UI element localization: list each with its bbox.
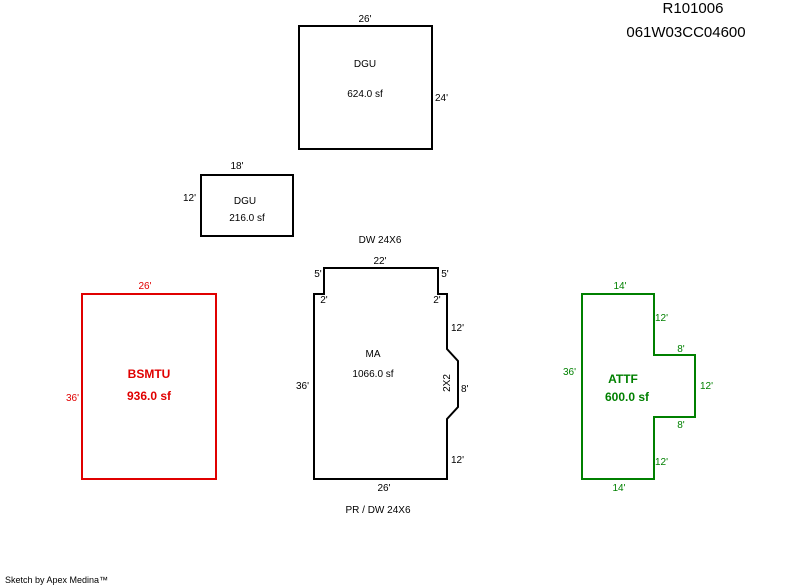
attf-code: ATTF xyxy=(608,372,638,386)
dgu-large-top-dim: 26' xyxy=(358,14,371,25)
attf-bump-top-dim: 8' xyxy=(677,344,685,355)
dgu-small-area-value: 216.0 sf xyxy=(229,213,265,224)
ma-top-right-dim: 5' xyxy=(441,269,449,280)
ma-left-dim: 36' xyxy=(296,381,309,392)
attf-bump-bottom-dim: 8' xyxy=(677,420,685,431)
ma-top-note: DW 24X6 xyxy=(359,235,402,246)
bsmtu-outline xyxy=(81,293,217,480)
bsmtu-top-dim: 26' xyxy=(138,281,151,292)
ma-code: MA xyxy=(366,349,381,360)
attf-right-upper-dim: 12' xyxy=(655,313,668,324)
ma-bay-dim: 8' xyxy=(461,384,469,395)
bsmtu-area-value: 936.0 sf xyxy=(127,389,172,403)
bsmtu-left-dim: 36' xyxy=(66,393,79,404)
attf-area-value: 600.0 sf xyxy=(605,390,650,404)
attf-top-dim: 14' xyxy=(613,281,626,292)
ma-step-right-dim: 2' xyxy=(433,295,441,306)
dgu-small-outline xyxy=(200,174,294,237)
ma-right-lower-dim: 12' xyxy=(451,455,464,466)
dgu-large-code: DGU xyxy=(354,59,376,70)
parcel-id: R101006 xyxy=(663,0,724,17)
ma-outline xyxy=(313,267,459,480)
ma-bottom-dim: 26' xyxy=(377,483,390,494)
ma-bay-note: 2X2 xyxy=(442,374,453,392)
attf-bottom-dim: 14' xyxy=(612,483,625,494)
attf-area: 14' 12' 8' 12' 8' 12' 14' 36' ATTF 600.0… xyxy=(563,281,713,494)
ma-step-left-dim: 2' xyxy=(320,295,328,306)
ma-top-dim: 22' xyxy=(373,256,386,267)
sketch-credit: Sketch by Apex Medina™ xyxy=(5,575,108,585)
dgu-small-left-dim: 12' xyxy=(183,193,196,204)
dgu-small-top-dim: 18' xyxy=(230,161,243,172)
ma-right-upper-dim: 12' xyxy=(451,323,464,334)
ma-bottom-note: PR / DW 24X6 xyxy=(345,505,410,516)
bsmtu-code: BSMTU xyxy=(128,367,171,381)
attf-left-dim: 36' xyxy=(563,367,576,378)
ma-area: DW 24X6 22' 5' 5' 2' 2' 12' 8' 2X2 12' 3… xyxy=(296,235,469,516)
ma-top-left-dim: 5' xyxy=(314,269,322,280)
attf-right-lower-dim: 12' xyxy=(655,457,668,468)
attf-bump-right-dim: 12' xyxy=(700,381,713,392)
dgu-large-outline xyxy=(298,25,433,150)
dgu-small-area: 18' 12' DGU 216.0 sf xyxy=(183,161,294,237)
map-number: 061W03CC04600 xyxy=(626,24,745,41)
dgu-large-right-dim: 24' xyxy=(435,93,448,104)
dgu-small-code: DGU xyxy=(234,196,256,207)
attf-outline xyxy=(581,293,696,480)
ma-area-value: 1066.0 sf xyxy=(352,369,393,380)
dgu-large-area-value: 624.0 sf xyxy=(347,89,383,100)
dgu-large-area: 26' 24' DGU 624.0 sf xyxy=(298,14,448,150)
bsmtu-area: 26' 36' BSMTU 936.0 sf xyxy=(66,281,217,480)
